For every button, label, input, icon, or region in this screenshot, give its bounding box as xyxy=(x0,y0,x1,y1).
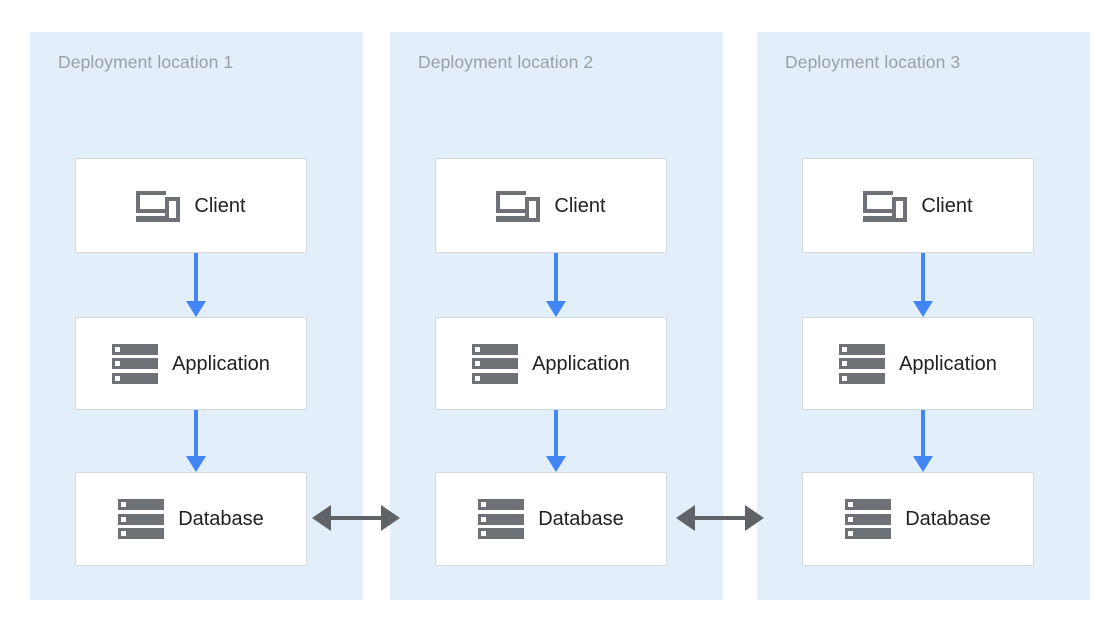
node-database-3[interactable]: Database xyxy=(802,472,1034,566)
node-label-database-2: Database xyxy=(538,508,624,530)
panel-title-2: Deployment location 2 xyxy=(418,52,594,72)
node-application-2[interactable]: Application xyxy=(435,317,667,410)
arrow-client-to-application-1 xyxy=(186,253,206,317)
node-database-2[interactable]: Database xyxy=(435,472,667,566)
panel-title-3: Deployment location 3 xyxy=(785,52,961,72)
arrow-application-to-database-1 xyxy=(186,410,206,472)
arrow-database-1-to-database-2 xyxy=(312,504,400,532)
node-client-1[interactable]: Client xyxy=(75,158,307,253)
node-label-client-1: Client xyxy=(194,194,246,217)
devices-icon xyxy=(496,189,541,223)
deployment-panel-1: Deployment location 1 Client Application xyxy=(30,32,363,600)
node-label-client-2: Client xyxy=(554,194,606,217)
arrow-application-to-database-3 xyxy=(913,410,933,472)
server-icon xyxy=(478,499,525,539)
deployment-panel-2: Deployment location 2 Client Application xyxy=(390,32,723,600)
deployment-panel-3: Deployment location 3 Client Application xyxy=(757,32,1090,600)
arrow-database-2-to-database-3 xyxy=(676,504,764,532)
node-label-application-1: Application xyxy=(172,352,270,375)
server-icon xyxy=(112,343,159,384)
node-label-client-3: Client xyxy=(921,194,973,217)
arrow-application-to-database-2 xyxy=(546,410,566,472)
server-icon xyxy=(118,499,165,539)
node-application-1[interactable]: Application xyxy=(75,317,307,410)
node-label-database-3: Database xyxy=(905,508,991,530)
node-database-1[interactable]: Database xyxy=(75,472,307,566)
node-application-3[interactable]: Application xyxy=(802,317,1034,410)
arrow-client-to-application-3 xyxy=(913,253,933,317)
server-icon xyxy=(845,499,892,539)
devices-icon xyxy=(136,189,181,223)
devices-icon xyxy=(863,189,908,223)
panel-title-1: Deployment location 1 xyxy=(58,52,234,72)
arrow-client-to-application-2 xyxy=(546,253,566,317)
node-client-3[interactable]: Client xyxy=(802,158,1034,253)
node-label-database-1: Database xyxy=(178,508,264,530)
node-label-application-3: Application xyxy=(899,352,997,375)
server-icon xyxy=(472,343,519,384)
node-label-application-2: Application xyxy=(532,352,630,375)
node-client-2[interactable]: Client xyxy=(435,158,667,253)
server-icon xyxy=(839,343,886,384)
